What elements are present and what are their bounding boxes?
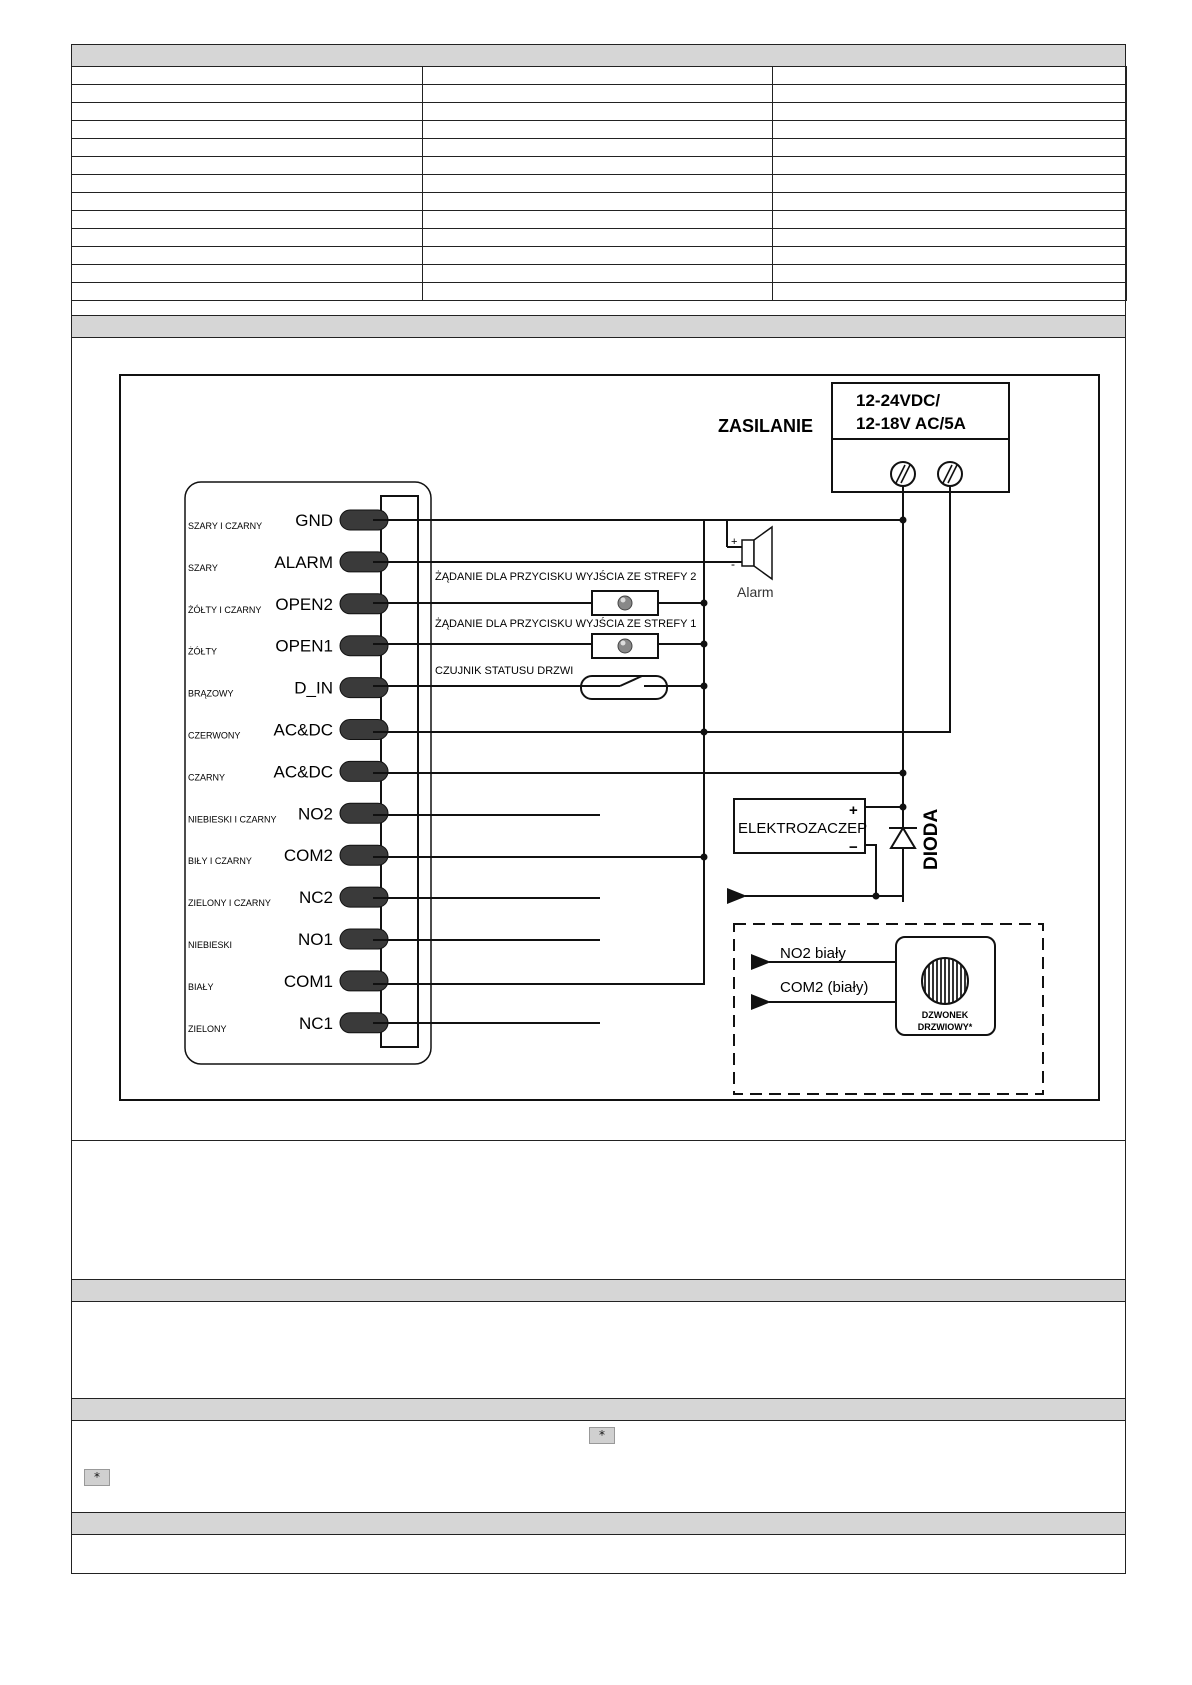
- section-header-bar-3: [71, 1279, 1126, 1302]
- terminal-wire-color: ŻÓŁTY I CZARNY: [188, 605, 261, 615]
- terminal-wire-color: ZIELONY: [188, 1024, 227, 1034]
- terminal-name: OPEN1: [275, 637, 333, 656]
- spec-table-row: [71, 282, 1127, 301]
- section-header-bar-5: [71, 1512, 1126, 1535]
- power-spec-line1: 12-24VDC/: [856, 391, 940, 410]
- spec-table-cell: [772, 282, 1127, 301]
- terminal-name: OPEN2: [275, 595, 333, 614]
- terminal-wire-color: BIŁY I CZARNY: [188, 856, 252, 866]
- diode-symbol: [889, 826, 917, 849]
- terminal-name: ALARM: [274, 553, 333, 572]
- door-sensor-label: CZUJNIK STATUSU DRZWI: [435, 665, 573, 677]
- spec-table-row: [71, 138, 1127, 157]
- terminal-wire-color: SZARY: [188, 563, 218, 573]
- terminal-name: GND: [295, 511, 333, 530]
- power-screw-terminal-2: [937, 461, 963, 487]
- terminal-name: NO2: [298, 804, 333, 823]
- terminal-pin: [339, 760, 389, 782]
- terminal-name: D_IN: [294, 679, 333, 698]
- terminal-wire-color: NIEBIESKI: [188, 940, 232, 950]
- terminal-wire-color: BIAŁY: [188, 982, 214, 992]
- section-header-bar-2: [71, 315, 1126, 338]
- alarm-label: Alarm: [737, 584, 774, 600]
- terminal-pin: [339, 802, 389, 824]
- terminal-5: AC&DC CZERWONY: [188, 719, 389, 741]
- section-divider: [71, 1140, 1126, 1141]
- terminal-wire-color: CZERWONY: [188, 731, 240, 741]
- exit-button-2: [591, 590, 659, 616]
- terminal-name: AC&DC: [273, 721, 333, 740]
- terminal-name: NO1: [298, 930, 333, 949]
- terminal-wire-color: NIEBIESKI I CZARNY: [188, 814, 277, 824]
- spec-table-row: [71, 210, 1127, 229]
- doorbell-dashed-area: [733, 923, 1044, 1095]
- doorbell-no2-label: NO2 biały: [780, 945, 846, 962]
- spec-table-row: [71, 264, 1127, 283]
- spec-table: [71, 66, 1127, 301]
- wiring: [373, 486, 951, 1024]
- door-sensor-switch-icon: [580, 675, 668, 700]
- alarm-minus: -: [731, 557, 735, 571]
- footnote-star-button[interactable]: *: [589, 1427, 615, 1444]
- terminal-name: COM2: [284, 846, 333, 865]
- terminal-6: AC&DC CZARNY: [188, 760, 389, 782]
- terminal-wire-color: SZARY I CZARNY: [188, 521, 262, 531]
- section-header-bar-4: [71, 1398, 1126, 1421]
- terminal-name: AC&DC: [273, 762, 333, 781]
- terminal-pin: [339, 635, 389, 657]
- diagram-border: [119, 374, 1100, 1101]
- terminal-pin: [339, 677, 389, 699]
- electric-lock-box: [733, 798, 866, 854]
- terminal-1: ALARM SZARY: [188, 551, 389, 573]
- alarm-speaker-icon: [726, 519, 773, 581]
- terminal-pin: [339, 970, 389, 992]
- doorbell-label-line2: DRZWIOWY*: [918, 1022, 973, 1032]
- terminal-4: D_IN BRĄZOWY: [188, 677, 389, 699]
- power-terminal-block: [831, 438, 1010, 493]
- exit-button-1: [591, 633, 659, 659]
- wire-junctions: [700, 516, 907, 900]
- lock-plus: +: [849, 802, 858, 819]
- exit-button-1-label: ŻĄDANIE DLA PRZYCISKU WYJŚCIA ZE STREFY …: [435, 617, 696, 630]
- terminal-name: NC2: [299, 888, 333, 907]
- footnote-star-marker: *: [84, 1469, 110, 1486]
- power-spec-line2: 12-18V AC/5A: [856, 414, 966, 433]
- electric-lock-label: ELEKTROZACZEP: [738, 820, 867, 837]
- terminal-wire-color: BRĄZOWY: [188, 689, 234, 699]
- exit-button-2-label: ŻĄDANIE DLA PRZYCISKU WYJŚCIA ZE STREFY …: [435, 570, 696, 583]
- doorbell-com2-label: COM2 (biały): [780, 979, 868, 996]
- terminal-pin: [339, 719, 389, 740]
- diode-label: DIODA: [921, 809, 942, 871]
- spec-table-row: [71, 120, 1127, 139]
- lock-minus: −: [849, 839, 858, 856]
- power-screw-terminal-1: [890, 461, 916, 487]
- power-label: ZASILANIE: [718, 416, 813, 436]
- spec-table-row: [71, 174, 1127, 193]
- spec-table-row: [71, 84, 1127, 103]
- terminal-wire-color: ZIELONY I CZARNY: [188, 898, 271, 908]
- terminal-wire-color: ŻÓŁTY: [188, 647, 217, 657]
- terminal-pin: [339, 844, 389, 866]
- terminal-0: GND SZARY I CZARNY: [188, 509, 389, 531]
- doorbell-icon: [895, 936, 996, 1036]
- terminal-wire-color: CZARNY: [188, 772, 225, 782]
- alarm-plus: +: [731, 536, 737, 548]
- terminal-name: COM1: [284, 972, 333, 991]
- terminal-name: NC1: [299, 1014, 333, 1033]
- doorbell-label-line1: DZWONEK: [922, 1010, 969, 1020]
